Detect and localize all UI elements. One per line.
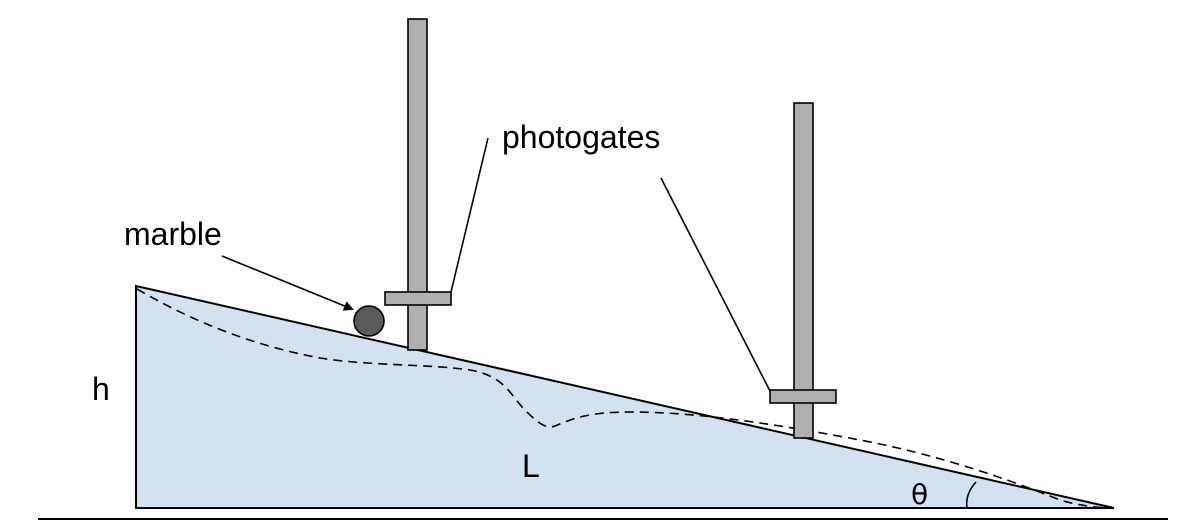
marble-label: marble <box>124 216 222 252</box>
left-stand-pole <box>407 18 428 351</box>
ramp <box>135 284 1115 509</box>
photogates-pointer-left <box>450 137 489 293</box>
angle-arc <box>965 481 977 509</box>
height-label: h <box>92 371 110 407</box>
marble <box>353 305 385 337</box>
angle-label: θ <box>911 478 928 511</box>
photogates-pointer-right <box>660 177 771 392</box>
right-photogate <box>769 389 837 404</box>
marble-pointer-arrow <box>221 255 354 311</box>
photogates-label: photogates <box>502 119 660 155</box>
trajectory-curve <box>136 288 1114 509</box>
left-photogate <box>384 291 452 306</box>
length-label: L <box>522 448 540 484</box>
right-stand-pole <box>793 102 814 439</box>
